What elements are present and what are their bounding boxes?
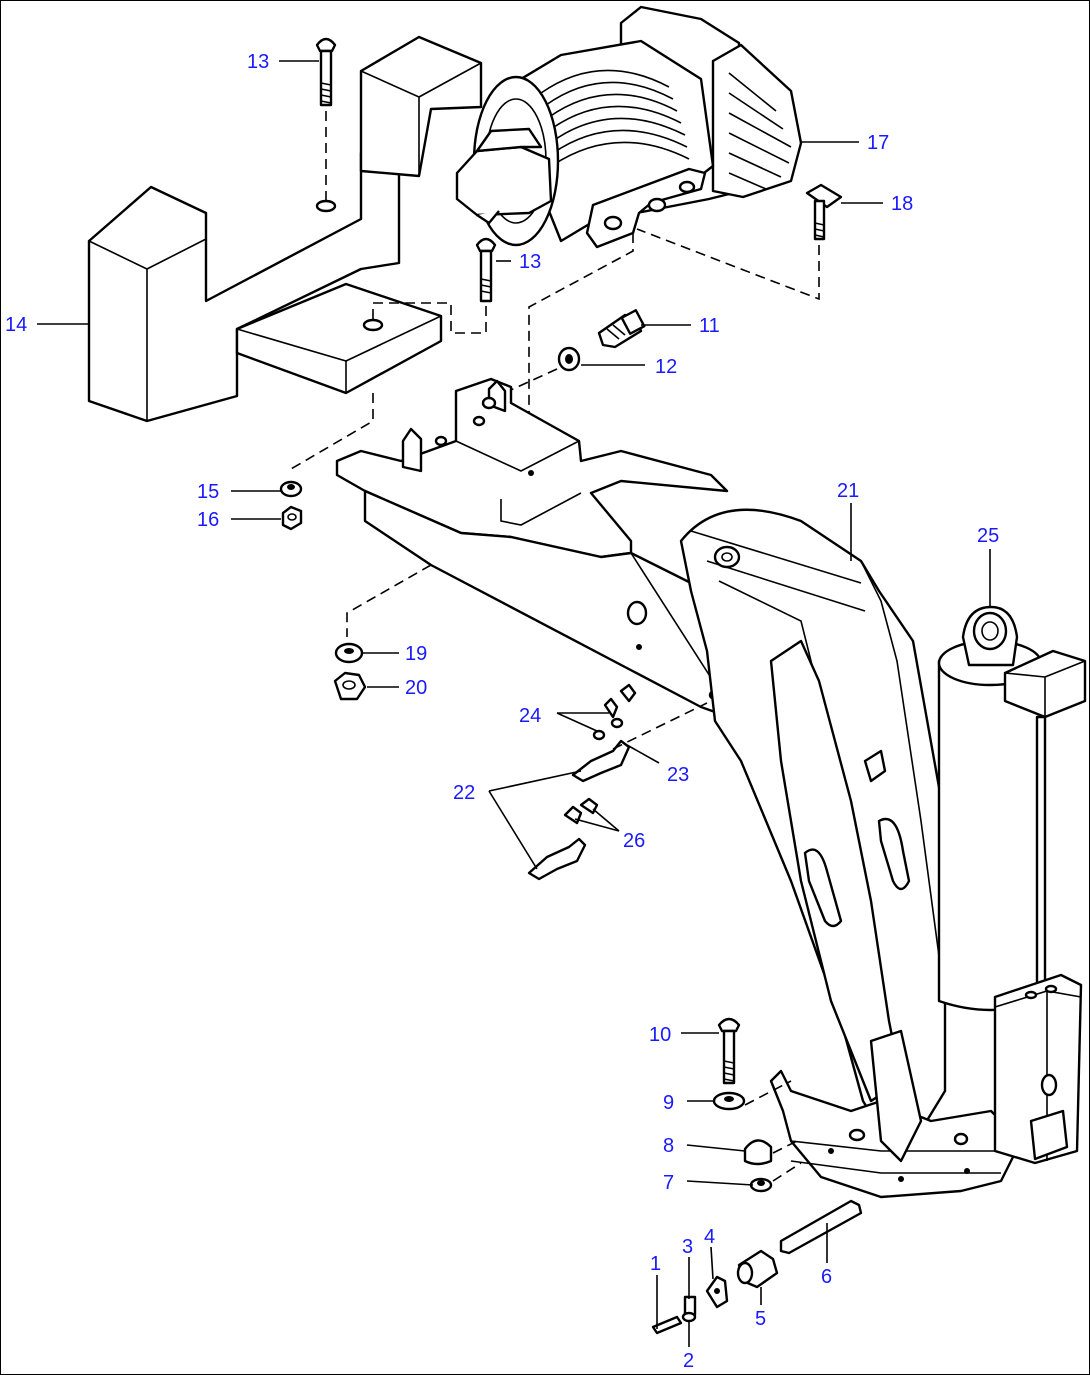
callout-13-top: 13: [247, 51, 269, 73]
washer-7: [749, 1162, 802, 1193]
callout-16: 16: [197, 509, 219, 531]
cylinder-25: [937, 605, 1087, 1165]
callout-24: 24: [519, 705, 541, 727]
bolts-24: [592, 683, 637, 741]
callout-19: 19: [405, 643, 427, 665]
winch-mount-dash: [528, 233, 634, 471]
callout-labels: 13 13 14 17 18 11 12 15 16 21 25 19 20 2…: [5, 51, 999, 1372]
callout-4: 4: [704, 1226, 715, 1248]
callout-23: 23: [667, 764, 689, 786]
bolt-10: [717, 1017, 741, 1085]
washer-2: [681, 1311, 697, 1323]
callout-11: 11: [699, 315, 720, 337]
callout-17: 17: [867, 132, 889, 154]
callout-2: 2: [683, 1350, 694, 1372]
callout-10: 10: [649, 1024, 671, 1046]
washer-15: [279, 480, 303, 498]
leader-lines: [37, 60, 991, 1347]
counterweight-14: [87, 35, 483, 423]
callout-21: 21: [837, 480, 859, 502]
boom-21: [335, 377, 1023, 1199]
nuts-26: [563, 797, 599, 825]
callout-14: 14: [5, 314, 27, 336]
bolt-1: [651, 1315, 683, 1335]
bolt-11: [597, 309, 646, 349]
callout-22: 22: [453, 782, 475, 804]
cap-8: [743, 1138, 802, 1166]
washer-19: [334, 642, 364, 664]
bushing-5: [736, 1249, 779, 1289]
callout-8: 8: [663, 1135, 674, 1157]
callout-20: 20: [405, 677, 427, 699]
plate-4: [705, 1275, 729, 1309]
nut-16: [281, 505, 303, 531]
nut-20: [333, 671, 367, 701]
washer-12: [490, 346, 581, 400]
callout-9: 9: [663, 1092, 674, 1114]
dash-15: [290, 393, 374, 470]
callout-15: 15: [197, 481, 219, 503]
winch-17: [455, 5, 803, 249]
bolt-13-top: [315, 37, 337, 201]
callout-3: 3: [682, 1236, 693, 1258]
callout-26: 26: [623, 830, 645, 852]
callout-18: 18: [891, 193, 913, 215]
bolt-13-middle: [372, 237, 497, 334]
callout-25: 25: [977, 525, 999, 547]
callout-1: 1: [650, 1253, 661, 1275]
bolt-18: [636, 183, 843, 301]
callout-6: 6: [821, 1266, 832, 1288]
pin-6: [779, 1199, 863, 1255]
callout-13-middle: 13: [519, 251, 541, 273]
callout-5: 5: [755, 1308, 766, 1330]
callout-12: 12: [655, 356, 677, 378]
dash-19: [346, 564, 432, 637]
callout-7: 7: [663, 1172, 674, 1194]
bracket-22: [527, 837, 587, 881]
